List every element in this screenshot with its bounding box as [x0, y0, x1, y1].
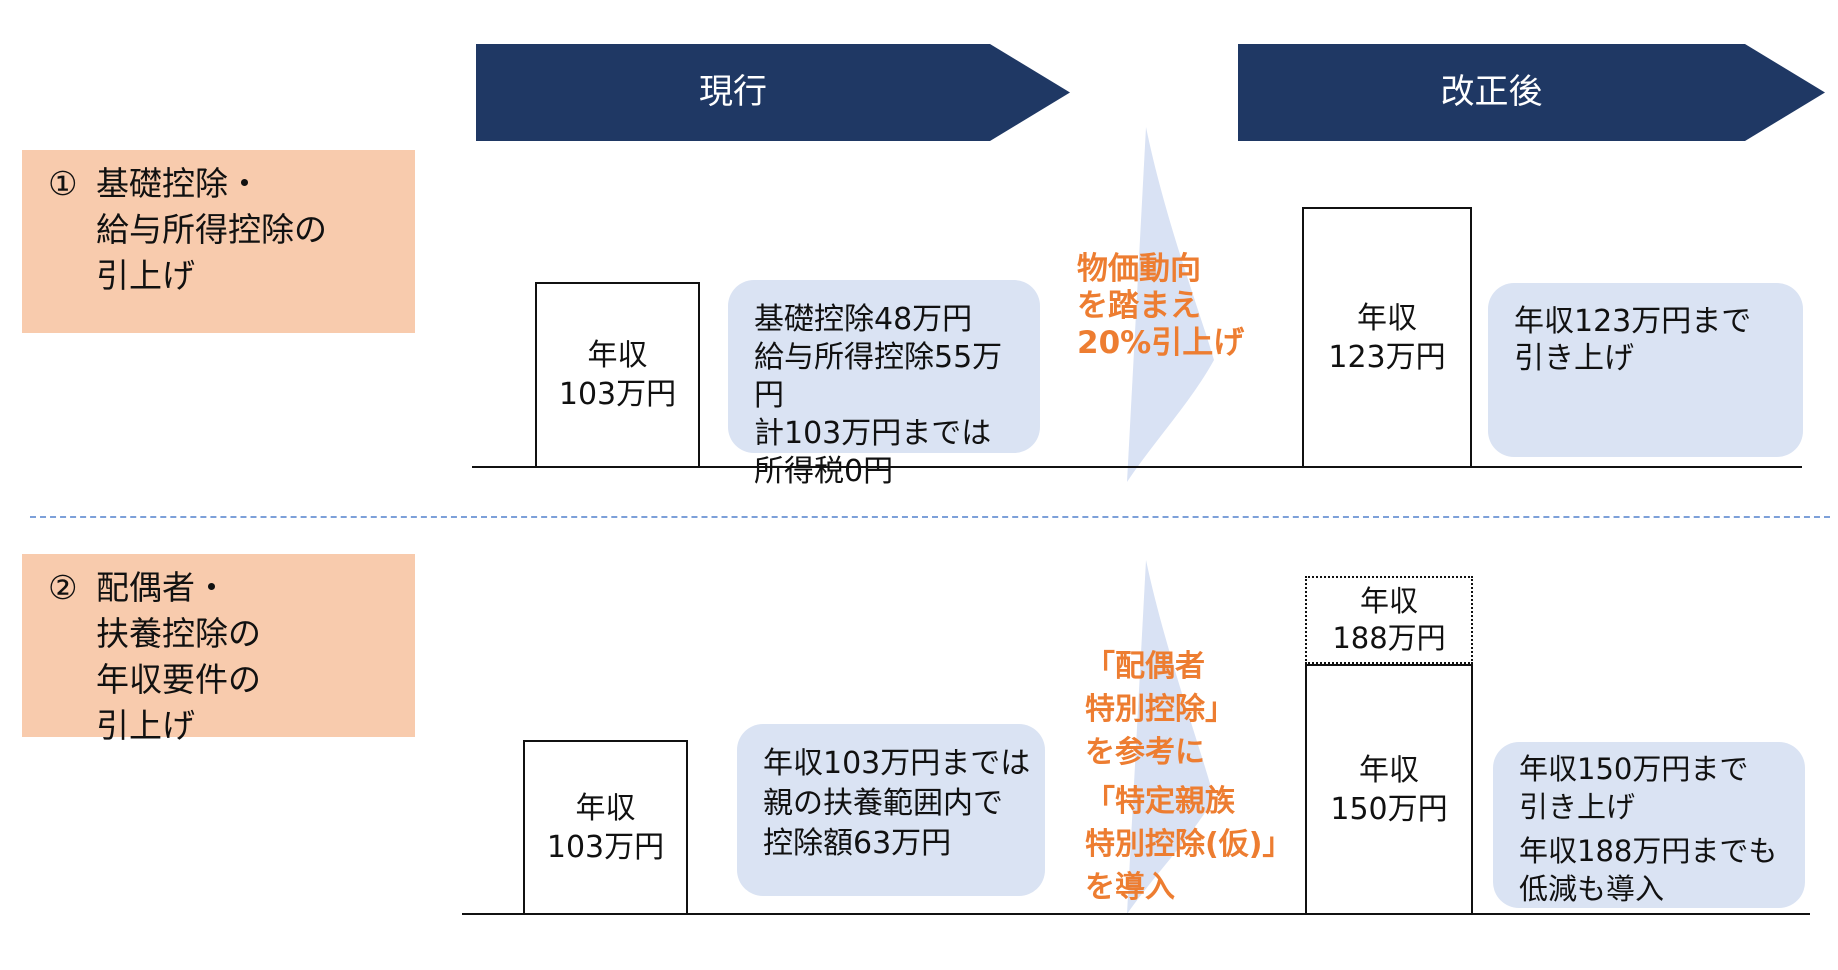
row2-revised-income-bar-upper-dotted: 年収 188万円 [1305, 576, 1473, 664]
section-divider-line [30, 516, 1830, 518]
banner-current-label: 現行 [699, 72, 767, 112]
row1-topic-line3: 引上げ [96, 256, 195, 295]
row1-topic-number: ① [48, 164, 78, 203]
row2-current-note: 年収103万円までは 親の扶養範囲内で 控除額63万円 [737, 724, 1045, 896]
banner-revised: 改正後 [1238, 44, 1825, 141]
row2-revised-note-group-a: 年収150万円まで 引き上げ [1519, 752, 1749, 824]
row1-transition-note: 物価動向 を踏まえ 20%引上げ [1077, 251, 1245, 361]
row2-topic-number: ② [48, 568, 78, 607]
row2-revised-note: 年収150万円まで 引き上げ 年収188万円までも 低減も導入 [1493, 742, 1805, 908]
row1-current-note: 基礎控除48万円 給与所得控除55万円 計103万円までは 所得税0円 [728, 280, 1040, 489]
banner-revised-label: 改正後 [1440, 72, 1543, 112]
baseline-row2 [462, 913, 1810, 915]
row1-revised-note: 年収123万円まで 引き上げ [1488, 283, 1803, 457]
row2-transition-note-b: 「特定親族 特別控除(仮)」 を導入 [1085, 784, 1293, 905]
row1-current-income-bar: 年収 103万円 [535, 282, 700, 468]
row2-current-income-bar: 年収 103万円 [523, 740, 688, 915]
row2-topic-line4: 引上げ [96, 706, 195, 745]
row1-topic-line2: 給与所得控除の [96, 210, 327, 249]
row2-topic-line3: 年収要件の [96, 660, 261, 699]
row2-transition-note-a: 「配偶者 特別控除」 を参考に [1085, 649, 1235, 770]
row2-revised-note-group-b: 年収188万円までも 低減も導入 [1519, 834, 1778, 906]
banner-current: 現行 [476, 44, 1070, 141]
row2-revised-income-bar-lower: 年収 150万円 [1305, 664, 1473, 915]
row2-topic-line2: 扶養控除の [96, 614, 261, 653]
row1-revised-income-bar: 年収 123万円 [1302, 207, 1472, 468]
